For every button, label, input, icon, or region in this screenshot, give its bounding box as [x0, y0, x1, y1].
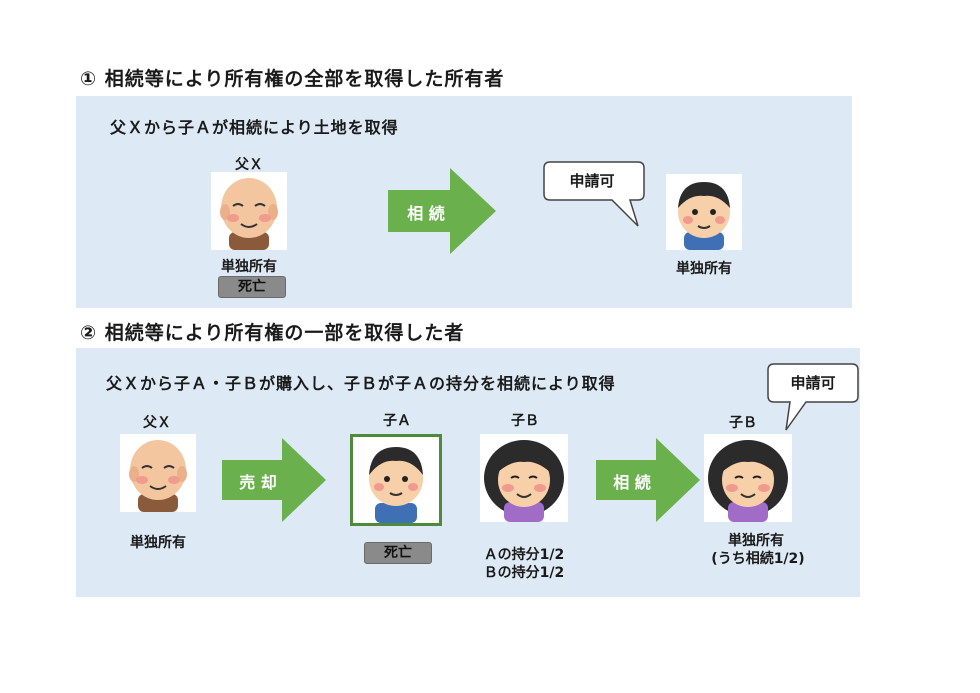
child-b-illustration	[480, 434, 568, 522]
result-child-b-illustration	[704, 434, 792, 522]
inheritance-arrow: 相 続	[388, 168, 496, 254]
child-ownership: 単独所有	[676, 261, 732, 277]
child-a-label: 子Ａ	[383, 413, 411, 429]
section1-heading: ① 相続等により所有権の全部を取得した所有者	[80, 68, 505, 90]
section1-panel: 父Ｘから子Ａが相続により土地を取得 父Ｘ 単独所有 死亡 相 続 申請可	[76, 96, 852, 308]
result-child-b-label: 子Ｂ	[729, 415, 757, 431]
boy-illustration	[666, 174, 742, 250]
section2-panel: 父Ｘから子Ａ・子Ｂが購入し、子Ｂが子Ａの持分を相続により取得 父Ｘ 単独所有 売…	[76, 348, 860, 597]
sale-arrow-label: 売 却	[239, 473, 277, 492]
grandfather-illustration	[120, 434, 196, 512]
apply-ok-text: 申請可	[790, 374, 836, 392]
father-ownership: 単独所有	[221, 259, 277, 275]
grandfather-illustration	[211, 172, 287, 250]
inheritance-arrow: 相 続	[596, 438, 700, 522]
apply-ok-bubble: 申請可	[542, 160, 646, 230]
father-ownership: 単独所有	[130, 535, 186, 551]
sale-arrow: 売 却	[222, 438, 326, 522]
result-ownership: 単独所有	[728, 533, 784, 549]
deceased-badge: 死亡	[218, 276, 286, 298]
child-a-illustration	[350, 434, 442, 526]
inheritance-arrow-label: 相 続	[407, 204, 445, 223]
inheritance-arrow-label: 相 続	[613, 473, 651, 492]
father-label: 父Ｘ	[143, 415, 171, 431]
child-a-deceased-badge: 死亡	[364, 542, 432, 564]
father-label: 父Ｘ	[235, 157, 263, 173]
child-b-label: 子Ｂ	[511, 413, 539, 429]
section2-heading: ② 相続等により所有権の一部を取得した者	[80, 322, 465, 344]
section1-caption: 父Ｘから子Ａが相続により土地を取得	[110, 118, 399, 137]
share-b: Ｂの持分1/2	[483, 565, 565, 581]
result-note: (うち相続1/2)	[711, 551, 805, 567]
apply-ok-text: 申請可	[569, 172, 615, 190]
apply-ok-bubble: 申請可	[766, 362, 870, 434]
share-a: Ａの持分1/2	[483, 547, 565, 563]
section2-caption: 父Ｘから子Ａ・子Ｂが購入し、子Ｂが子Ａの持分を相続により取得	[106, 374, 616, 393]
